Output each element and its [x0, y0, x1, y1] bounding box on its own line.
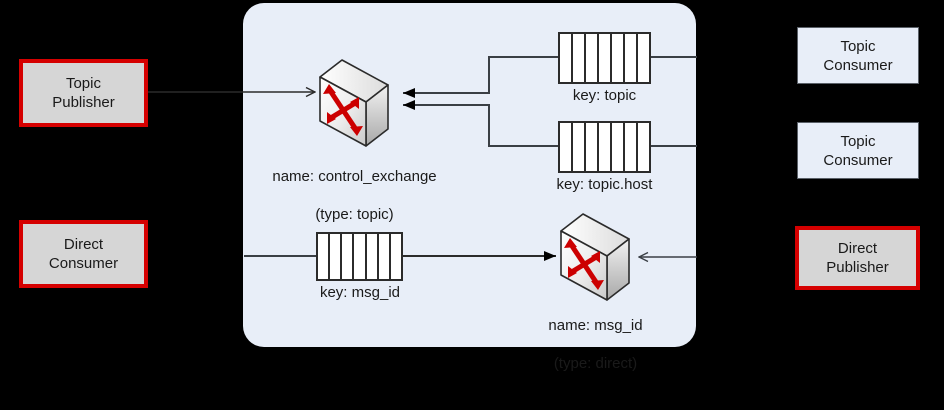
queue-msg-id[interactable]	[316, 232, 403, 281]
queue-cell	[586, 123, 599, 171]
queue-topic-host[interactable]	[558, 121, 651, 173]
exchange-icon	[319, 59, 389, 147]
queue-cell	[379, 234, 391, 279]
queue-cell	[367, 234, 379, 279]
exchange-control-exchange-label: name: control_exchange (type: topic)	[244, 148, 465, 243]
queue-cell	[342, 234, 355, 279]
queue-topic[interactable]	[558, 32, 651, 84]
queue-cell	[573, 34, 586, 82]
node-topic-publisher[interactable]: Topic Publisher	[19, 59, 148, 127]
exchange-type-line: (type: topic)	[315, 206, 394, 223]
node-label: Topic Publisher	[52, 75, 115, 111]
queue-cell	[354, 234, 367, 279]
node-label: Topic Consumer	[823, 37, 893, 74]
exchange-type-line: (type: direct)	[553, 355, 638, 372]
exchange-name-line: name: control_exchange	[272, 168, 437, 185]
exchange-name-line: name: msg_id	[548, 317, 643, 334]
node-label: Direct Consumer	[48, 236, 119, 272]
queue-topic-label: key: topic	[572, 87, 637, 104]
exchange-msg-id[interactable]	[555, 211, 635, 303]
queue-cell	[586, 34, 599, 82]
queue-cell	[560, 34, 573, 82]
node-label: Direct Publisher	[826, 240, 889, 276]
exchange-control-exchange[interactable]	[314, 57, 394, 149]
exchange-icon	[560, 213, 630, 301]
queue-cell	[573, 123, 586, 171]
queue-cell	[612, 34, 625, 82]
queue-cell	[612, 123, 625, 171]
queue-cell	[599, 123, 612, 171]
queue-topic-host-label: key: topic.host	[556, 176, 653, 193]
queue-cell	[638, 34, 649, 82]
queue-cell	[318, 234, 331, 279]
queue-cell	[638, 123, 649, 171]
queue-cell	[625, 123, 638, 171]
queue-cell	[599, 34, 612, 82]
exchange-msg-id-label: name: msg_id (type: direct)	[485, 297, 706, 392]
node-direct-consumer[interactable]: Direct Consumer	[19, 220, 148, 288]
queue-cell	[560, 123, 573, 171]
node-topic-consumer-2[interactable]: Topic Consumer	[797, 122, 919, 179]
queue-cell	[330, 234, 343, 279]
queue-msg-id-label: key: msg_id	[319, 284, 401, 301]
queue-cell	[625, 34, 638, 82]
node-direct-publisher[interactable]: Direct Publisher	[795, 226, 920, 290]
node-topic-consumer-1[interactable]: Topic Consumer	[797, 27, 919, 84]
node-label: Topic Consumer	[823, 132, 893, 169]
